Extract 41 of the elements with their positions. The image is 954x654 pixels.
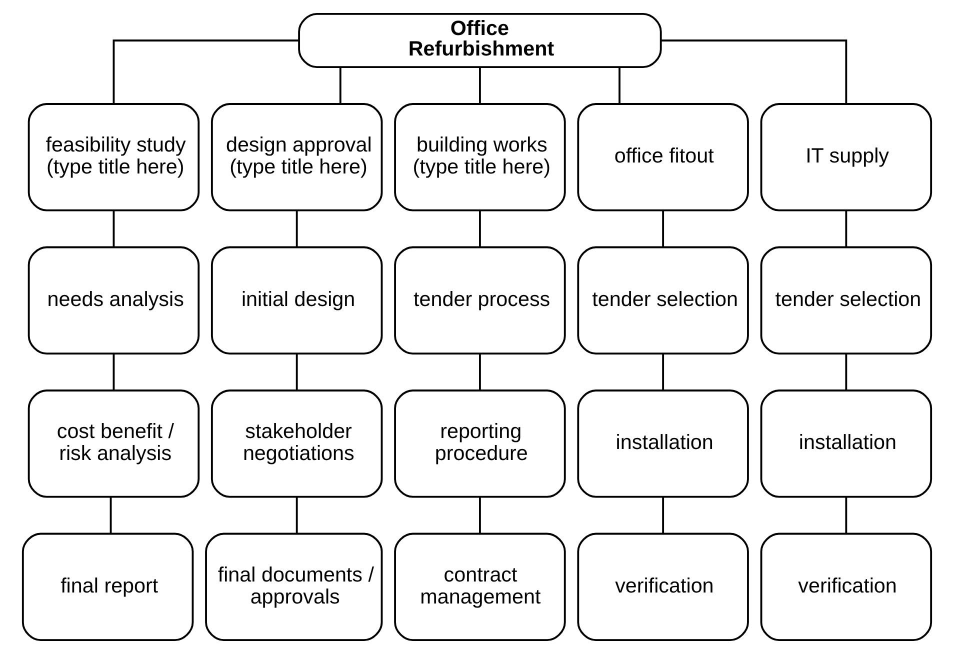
node-box: final report [22,532,194,642]
node-box: cost benefit / risk analysis [28,390,200,498]
node-box: tender selection [760,246,932,355]
connector [479,497,481,534]
node-box: contract management [394,532,566,642]
node-box: building works (type title here) [394,103,566,212]
node-box: verification [760,532,932,642]
node-box: Office Refurbishment [298,12,662,68]
connector [112,354,115,390]
connector [845,354,848,390]
node-box: stakeholder negotiations [210,390,383,498]
node-box: installation [760,390,932,498]
connector [660,40,848,104]
node-box: office fitout [577,103,749,212]
node-box: installation [577,390,749,498]
connector [618,68,620,104]
connector [110,497,112,534]
connector [339,68,342,104]
connector [112,40,299,104]
node-box: initial design [210,246,383,355]
connector [296,354,298,390]
connector [845,497,848,534]
connector [845,210,848,248]
node-box: design approval (type title here) [210,103,383,212]
node-box: IT supply [760,103,932,212]
connector [112,210,115,248]
connector [662,497,664,534]
node-box: final documents / approvals [205,532,383,642]
connector [296,210,298,248]
node-box: verification [577,532,749,642]
connector [479,210,481,248]
node-box: tender selection [577,246,749,355]
node-box: tender process [394,246,566,355]
node-box: needs analysis [28,246,200,355]
connector [662,354,664,390]
connector [296,497,298,534]
connector [662,210,664,248]
connector [479,68,481,104]
connector [479,354,481,390]
node-box: feasibility study (type title here) [28,103,200,212]
node-box: reporting procedure [394,390,566,498]
